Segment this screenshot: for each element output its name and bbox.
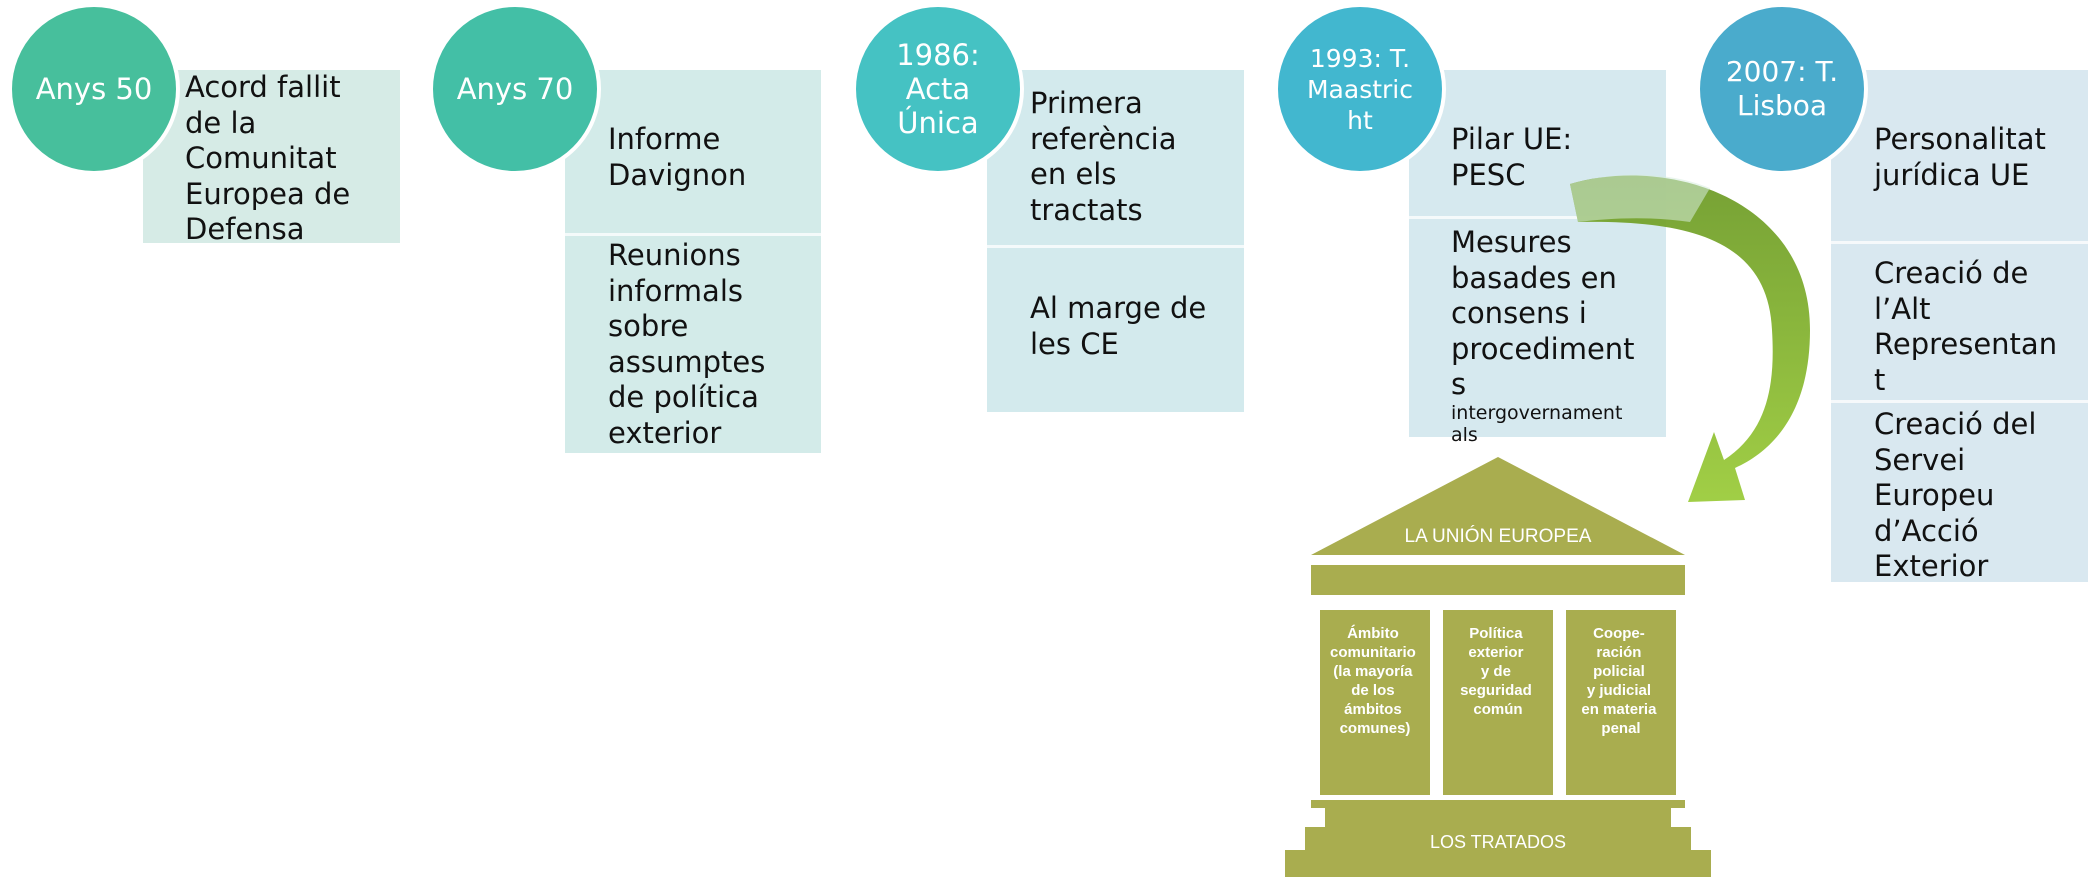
temple-base bbox=[1285, 803, 1711, 877]
timeline-item-4-2-cont: intergovernament als bbox=[1451, 402, 1623, 446]
timeline-label-1: Anys 50 bbox=[35, 72, 153, 106]
timeline-label-2: Anys 70 bbox=[456, 72, 574, 106]
temple-pillar-3-label: Coope- ración policial y judicial en mat… bbox=[1581, 625, 1660, 737]
timeline-divider-4 bbox=[1409, 216, 1666, 219]
timeline-box-2 bbox=[565, 70, 821, 453]
timeline-marker-2: Anys 70 bbox=[429, 3, 601, 175]
temple-pillar-2-label: Política exterior y de seguridad común bbox=[1460, 625, 1536, 718]
timeline-marker-1: Anys 50 bbox=[8, 3, 180, 175]
timeline-marker-4: 1993: T. Maastric ht bbox=[1274, 3, 1446, 175]
timeline-item-3-1: Primera referència en els tractats bbox=[1030, 86, 1177, 227]
timeline-marker-3: 1986: Acta Única bbox=[852, 3, 1024, 175]
curved-arrow-icon bbox=[1570, 174, 1810, 502]
timeline-marker-5: 2007: T. Lisboa bbox=[1696, 3, 1868, 175]
timeline-item-2-1: Informe Davignon bbox=[608, 122, 747, 192]
timeline-box-1 bbox=[143, 70, 400, 243]
temple-roof-label: LA UNIÓN EUROPEA bbox=[1405, 525, 1592, 547]
timeline-box-5 bbox=[1831, 70, 2088, 582]
timeline-item-4-2: Mesures basades en consens i procediment… bbox=[1451, 225, 1635, 401]
temple-pillar-3 bbox=[1566, 610, 1676, 795]
temple-base-label: LOS TRATADOS bbox=[1430, 832, 1566, 852]
timeline-item-2-2: Reunions informals sobre assumptes de po… bbox=[608, 238, 766, 450]
timeline-item-1-1: Acord fallit de la Comunitat Europea de … bbox=[185, 70, 351, 246]
timeline-box-4 bbox=[1409, 70, 1666, 437]
timeline-item-5-2: Creació de l’Alt Representan t bbox=[1874, 256, 2058, 397]
timeline-item-4-1: Pilar UE: PESC bbox=[1451, 122, 1573, 192]
temple-roof bbox=[1311, 457, 1685, 555]
temple-pillar-1-label: Ámbito comunitario (la mayoría de los ám… bbox=[1330, 625, 1420, 737]
timeline-divider-5a bbox=[1831, 241, 2088, 244]
timeline-item-3-2: Al marge de les CE bbox=[1030, 291, 1207, 361]
timeline-divider-3 bbox=[987, 245, 1244, 248]
timeline-divider-2 bbox=[565, 233, 821, 236]
temple-pillar-2 bbox=[1443, 610, 1553, 795]
temple-diagram: LA UNIÓN EUROPEA Ámbito comunitario (la … bbox=[1285, 457, 1711, 877]
timeline-item-5-1: Personalitat jurídica UE bbox=[1874, 122, 2046, 192]
timeline-box-3 bbox=[987, 70, 1244, 412]
timeline-divider-5b bbox=[1831, 400, 2088, 403]
temple-architrave bbox=[1311, 565, 1685, 595]
temple-pillar-1 bbox=[1320, 610, 1430, 795]
timeline-item-5-3: Creació del Servei Europeu d’Acció Exter… bbox=[1874, 407, 2037, 583]
